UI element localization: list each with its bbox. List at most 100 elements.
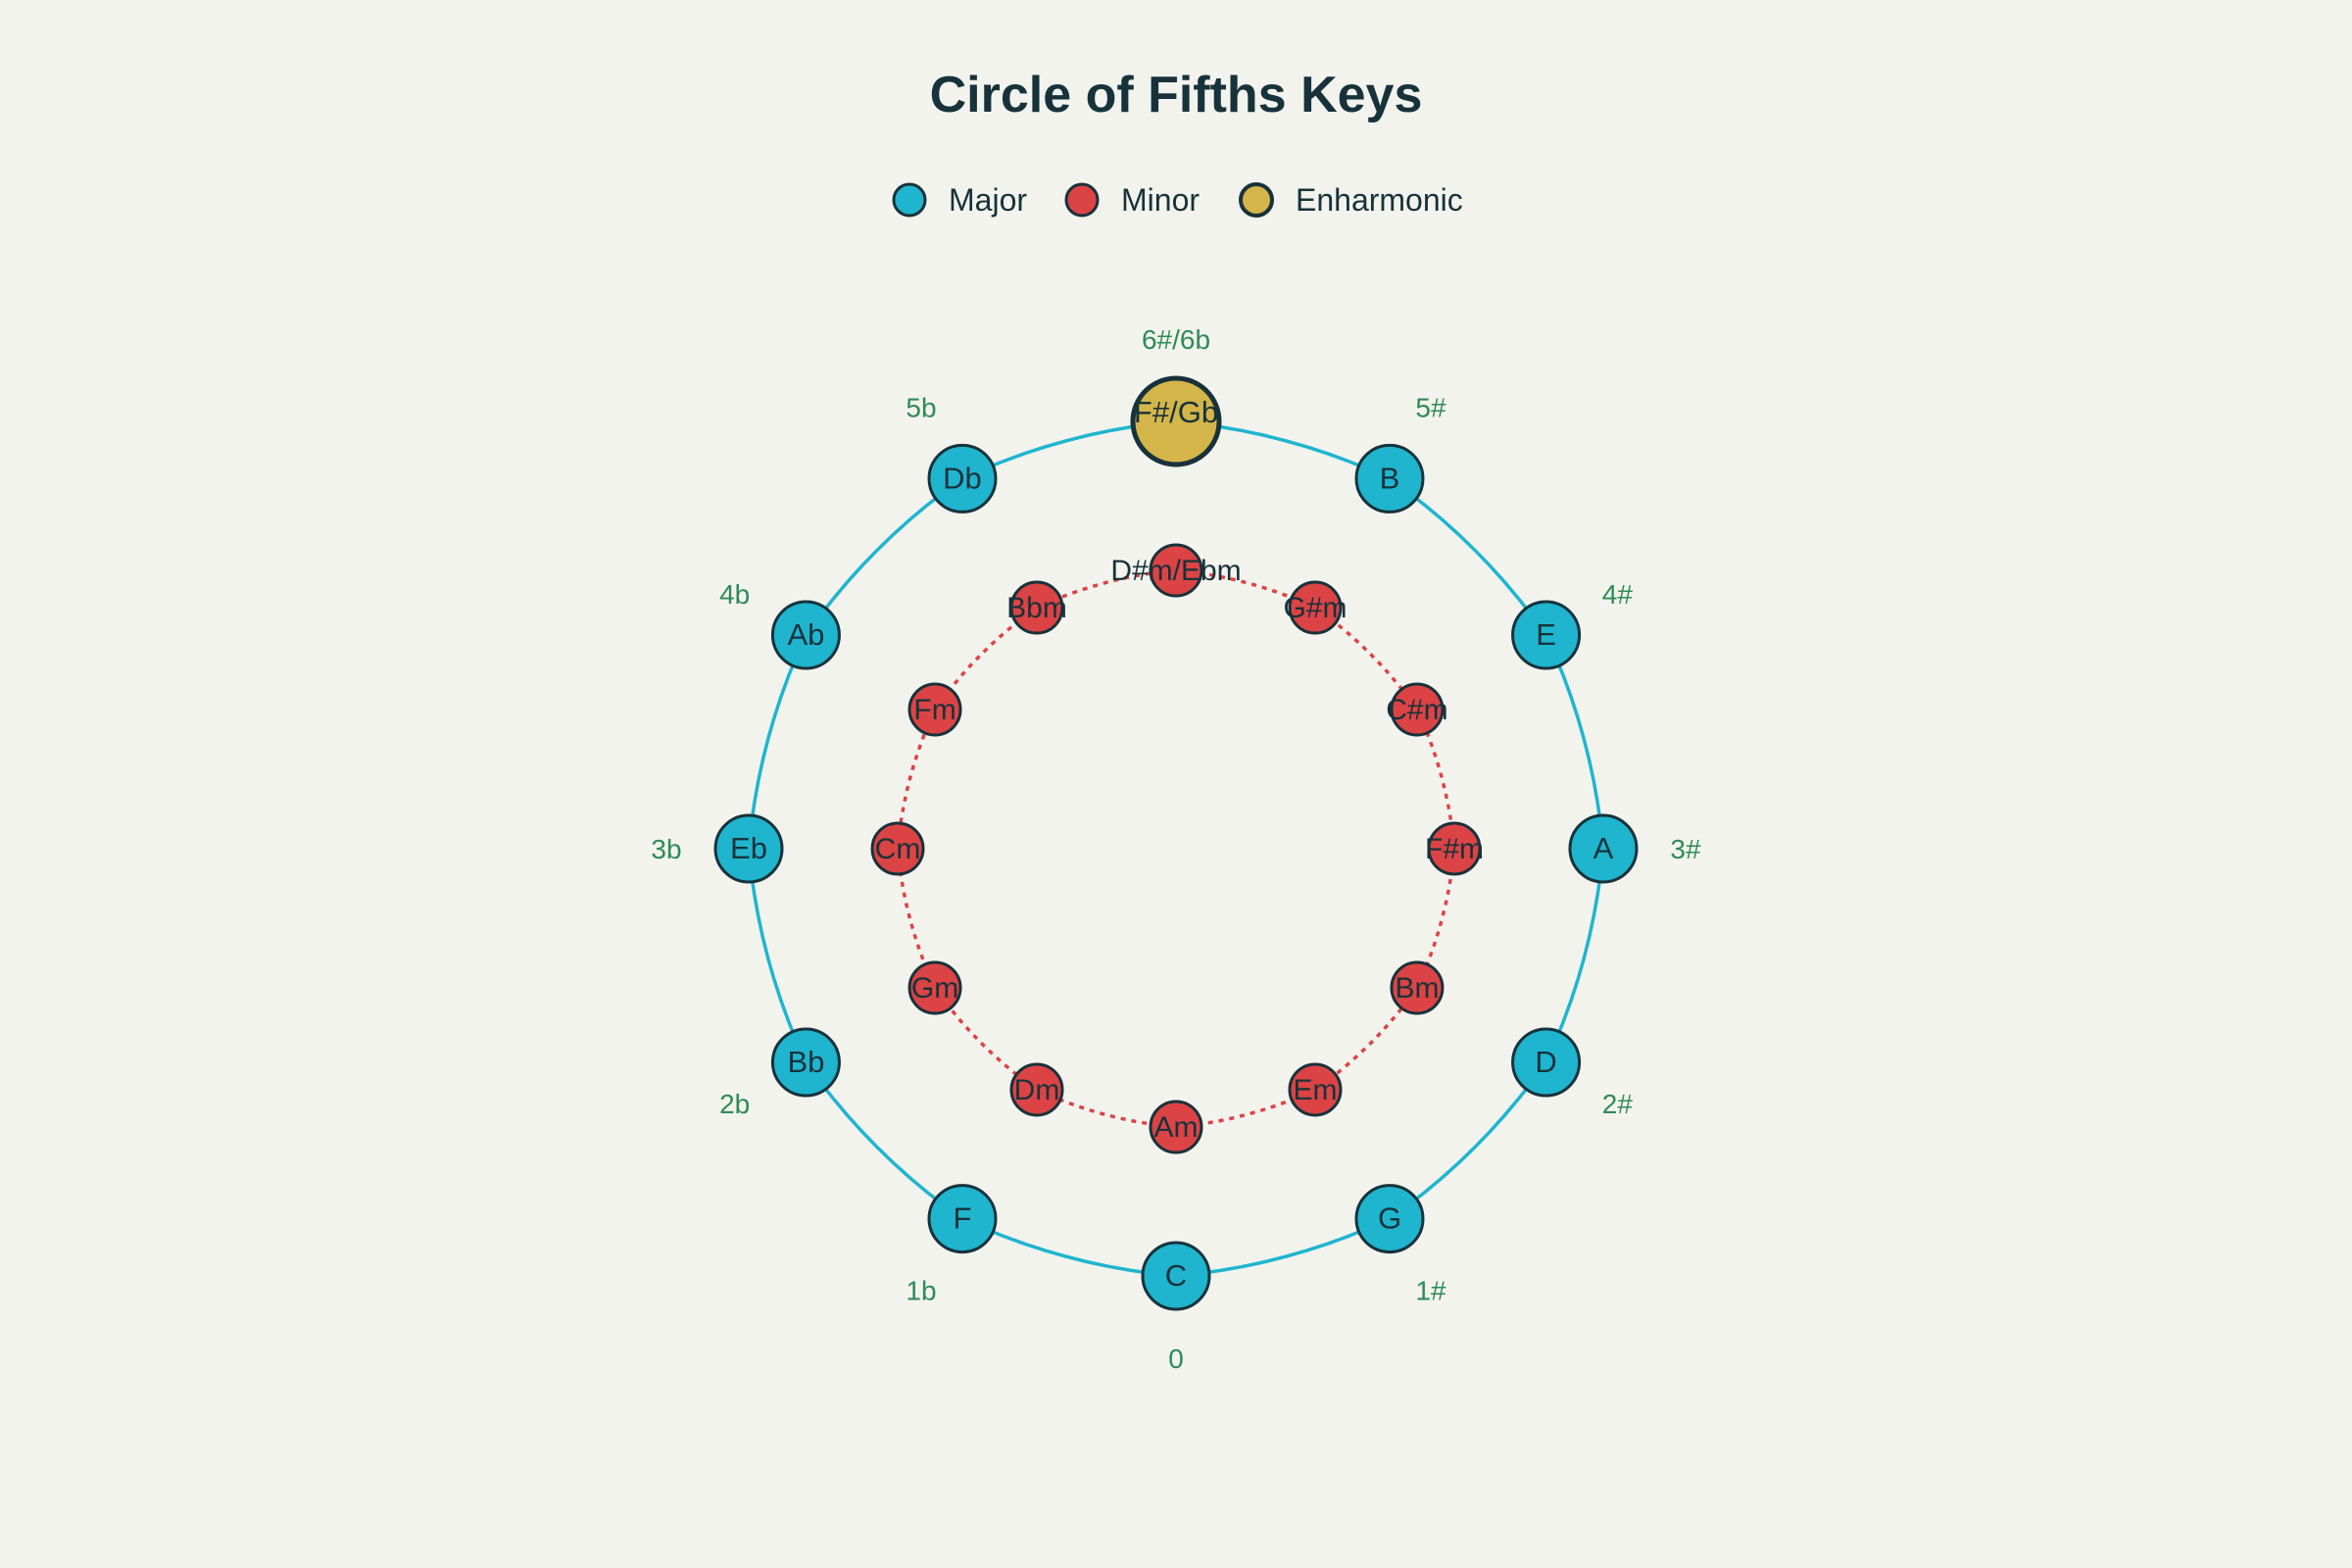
minor-key-point[interactable]: Cm	[870, 821, 925, 876]
major-key-marker	[770, 600, 841, 670]
major-key-point[interactable]: Bb	[770, 1027, 841, 1098]
minor-ring-line	[896, 568, 1456, 1129]
accidental-label: 2b	[719, 1089, 750, 1119]
major-key-point[interactable]: D	[1511, 1027, 1582, 1098]
minor-key-point[interactable]: F#m	[1425, 821, 1484, 876]
major-key-label: E	[1536, 617, 1556, 652]
major-key-label: Bb	[787, 1045, 824, 1079]
major-key-point[interactable]: F	[927, 1184, 998, 1254]
minor-key-marker	[1288, 580, 1343, 635]
major-key-marker	[1511, 600, 1582, 670]
accidental-label: 1#	[1415, 1275, 1446, 1305]
major-key-marker	[927, 443, 998, 514]
enharmonic-key-label: F#/Gb	[1134, 395, 1218, 429]
legend-label-enharmonic: Enharmonic	[1296, 182, 1463, 218]
major-key-point[interactable]: Ab	[770, 600, 841, 670]
minor-key-marker	[907, 960, 962, 1015]
major-key-label: F	[954, 1201, 972, 1236]
major-key-marker	[1141, 1241, 1211, 1311]
minor-key-label: Am	[1154, 1111, 1199, 1144]
legend-item-major[interactable]: Major	[892, 182, 1027, 218]
enharmonic-key-marker	[1130, 375, 1222, 467]
minor-key-point[interactable]: Bm	[1390, 960, 1445, 1015]
minor-key-point[interactable]: Gm	[907, 960, 962, 1015]
minor-key-label: Bm	[1395, 972, 1439, 1004]
minor-key-point[interactable]: Em	[1288, 1062, 1343, 1117]
enharmonic-key-point[interactable]: F#/Gb	[1130, 375, 1222, 467]
minor-key-point[interactable]: Fm	[907, 682, 962, 737]
accidental-label: 1b	[906, 1275, 936, 1305]
major-key-marker	[1354, 443, 1425, 514]
minor-key-marker	[1149, 543, 1203, 598]
minor-key-point[interactable]: D#m/Ebm	[1110, 543, 1242, 598]
major-key-label: G	[1378, 1201, 1401, 1236]
major-key-label: B	[1380, 461, 1400, 495]
legend-label-major: Major	[949, 182, 1027, 218]
minor-key-label: G#m	[1283, 592, 1347, 624]
minor-key-point[interactable]: C#m	[1386, 682, 1448, 737]
accidental-label: 3#	[1670, 834, 1701, 864]
legend-label-minor: Minor	[1121, 182, 1200, 218]
accidental-label: 4#	[1602, 579, 1634, 610]
major-key-point[interactable]: C	[1141, 1241, 1211, 1311]
major-key-marker	[713, 813, 784, 884]
minor-key-label: Cm	[875, 833, 921, 865]
legend-marker-major	[892, 182, 927, 218]
minor-key-marker	[1149, 1100, 1203, 1154]
minor-key-marker	[1009, 580, 1064, 635]
major-key-marker	[1568, 813, 1639, 884]
minor-key-label: Em	[1294, 1074, 1338, 1106]
minor-key-label: Bbm	[1006, 592, 1067, 624]
accidental-label: 3b	[651, 834, 681, 864]
minor-key-point[interactable]: Dm	[1009, 1062, 1064, 1117]
minor-key-marker	[907, 682, 962, 737]
minor-key-marker	[1009, 1062, 1064, 1117]
accidental-label: 6#/6b	[1142, 324, 1210, 355]
accidental-label: 0	[1168, 1344, 1184, 1374]
major-key-marker	[770, 1027, 841, 1098]
accidental-label: 4b	[719, 579, 750, 610]
legend-item-minor[interactable]: Minor	[1064, 182, 1200, 218]
minor-key-label: Fm	[913, 694, 956, 726]
minor-key-marker	[1427, 821, 1482, 876]
legend-item-enharmonic[interactable]: Enharmonic	[1239, 182, 1463, 218]
major-key-point[interactable]: E	[1511, 600, 1582, 670]
accidental-label: 2#	[1602, 1089, 1634, 1119]
minor-key-label: F#m	[1425, 833, 1484, 865]
major-key-label: A	[1593, 831, 1614, 865]
accidental-label: 5b	[906, 393, 936, 423]
major-key-point[interactable]: A	[1568, 813, 1639, 884]
minor-key-label: Gm	[911, 972, 958, 1004]
legend-marker-enharmonic	[1239, 182, 1274, 218]
minor-key-point[interactable]: Bbm	[1006, 580, 1067, 635]
minor-key-point[interactable]: Am	[1149, 1100, 1203, 1154]
major-key-point[interactable]: B	[1354, 443, 1425, 514]
major-key-label: C	[1165, 1258, 1187, 1293]
major-key-marker	[1511, 1027, 1582, 1098]
legend-marker-minor	[1064, 182, 1100, 218]
minor-key-marker	[1288, 1062, 1343, 1117]
major-key-label: Db	[943, 461, 982, 495]
minor-key-label: Dm	[1014, 1074, 1060, 1106]
minor-key-label: C#m	[1386, 694, 1447, 726]
minor-key-point[interactable]: G#m	[1283, 580, 1348, 635]
minor-key-marker	[1390, 682, 1445, 737]
major-key-label: D	[1535, 1045, 1556, 1079]
major-key-marker	[1354, 1184, 1425, 1254]
minor-key-marker	[1390, 960, 1445, 1015]
major-key-label: Ab	[787, 617, 824, 652]
major-key-point[interactable]: Db	[927, 443, 998, 514]
major-key-point[interactable]: Eb	[713, 813, 784, 884]
major-key-marker	[927, 1184, 998, 1254]
major-key-label: Eb	[730, 831, 767, 865]
major-key-point[interactable]: G	[1354, 1184, 1425, 1254]
accidental-label: 5#	[1415, 393, 1446, 423]
chart-title: Circle of Fifths Keys	[930, 67, 1423, 123]
accidental-labels: 0 1# 2# 3# 4# 5# 6#/6b 5b 4b 3b 2b 1b	[651, 324, 1701, 1374]
minor-key-marker	[870, 821, 925, 876]
minor-key-label: D#m/Ebm	[1110, 555, 1241, 587]
legend: Major Minor Enharmonic	[892, 182, 1463, 218]
